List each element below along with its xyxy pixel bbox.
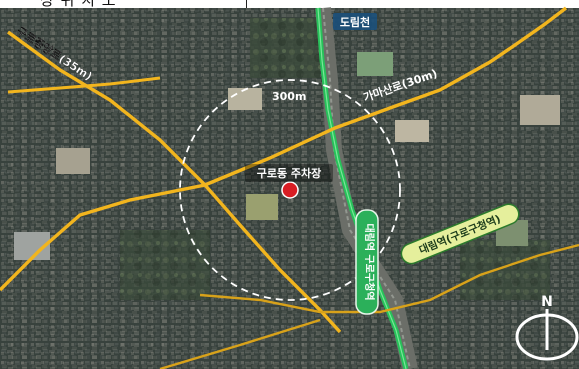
- stream-highlight: [317, 7, 407, 369]
- school-field: [395, 120, 429, 142]
- svg-text:대림역 구로구청역: 대림역 구로구청역: [363, 223, 376, 300]
- green-area: [250, 18, 320, 78]
- compass-north-icon: N: [515, 294, 579, 361]
- gamasan-ro-road: [0, 6, 568, 292]
- radius-300m-ring: [179, 79, 401, 301]
- header-clip-text: 상 위 치 도: [40, 0, 117, 8]
- label-site: 구로동 주차장: [245, 164, 333, 182]
- green-area: [460, 240, 550, 300]
- green-area: [120, 230, 210, 300]
- location-dot-icon: [281, 181, 299, 199]
- open-lot: [56, 148, 90, 174]
- open-lot: [520, 95, 560, 125]
- label-dorimcheon: 도림천: [333, 13, 377, 30]
- rail-track: [322, 7, 411, 369]
- header-clip-strip: 상 위 치 도: [0, 0, 579, 8]
- svg-text:구로동 주차장: 구로동 주차장: [257, 166, 322, 180]
- local-road: [159, 318, 321, 369]
- local-road: [7, 76, 161, 94]
- svg-text:도림천: 도림천: [340, 15, 370, 29]
- open-lot: [228, 88, 262, 110]
- label-daerim-guro-vertical: 대림역 구로구청역: [355, 209, 379, 315]
- local-road: [199, 243, 579, 314]
- school-field: [357, 52, 393, 76]
- school-field: [246, 194, 278, 220]
- header-divider: [246, 0, 247, 8]
- label-radius-300m: 300m: [272, 90, 306, 103]
- svg-text:N: N: [541, 294, 553, 310]
